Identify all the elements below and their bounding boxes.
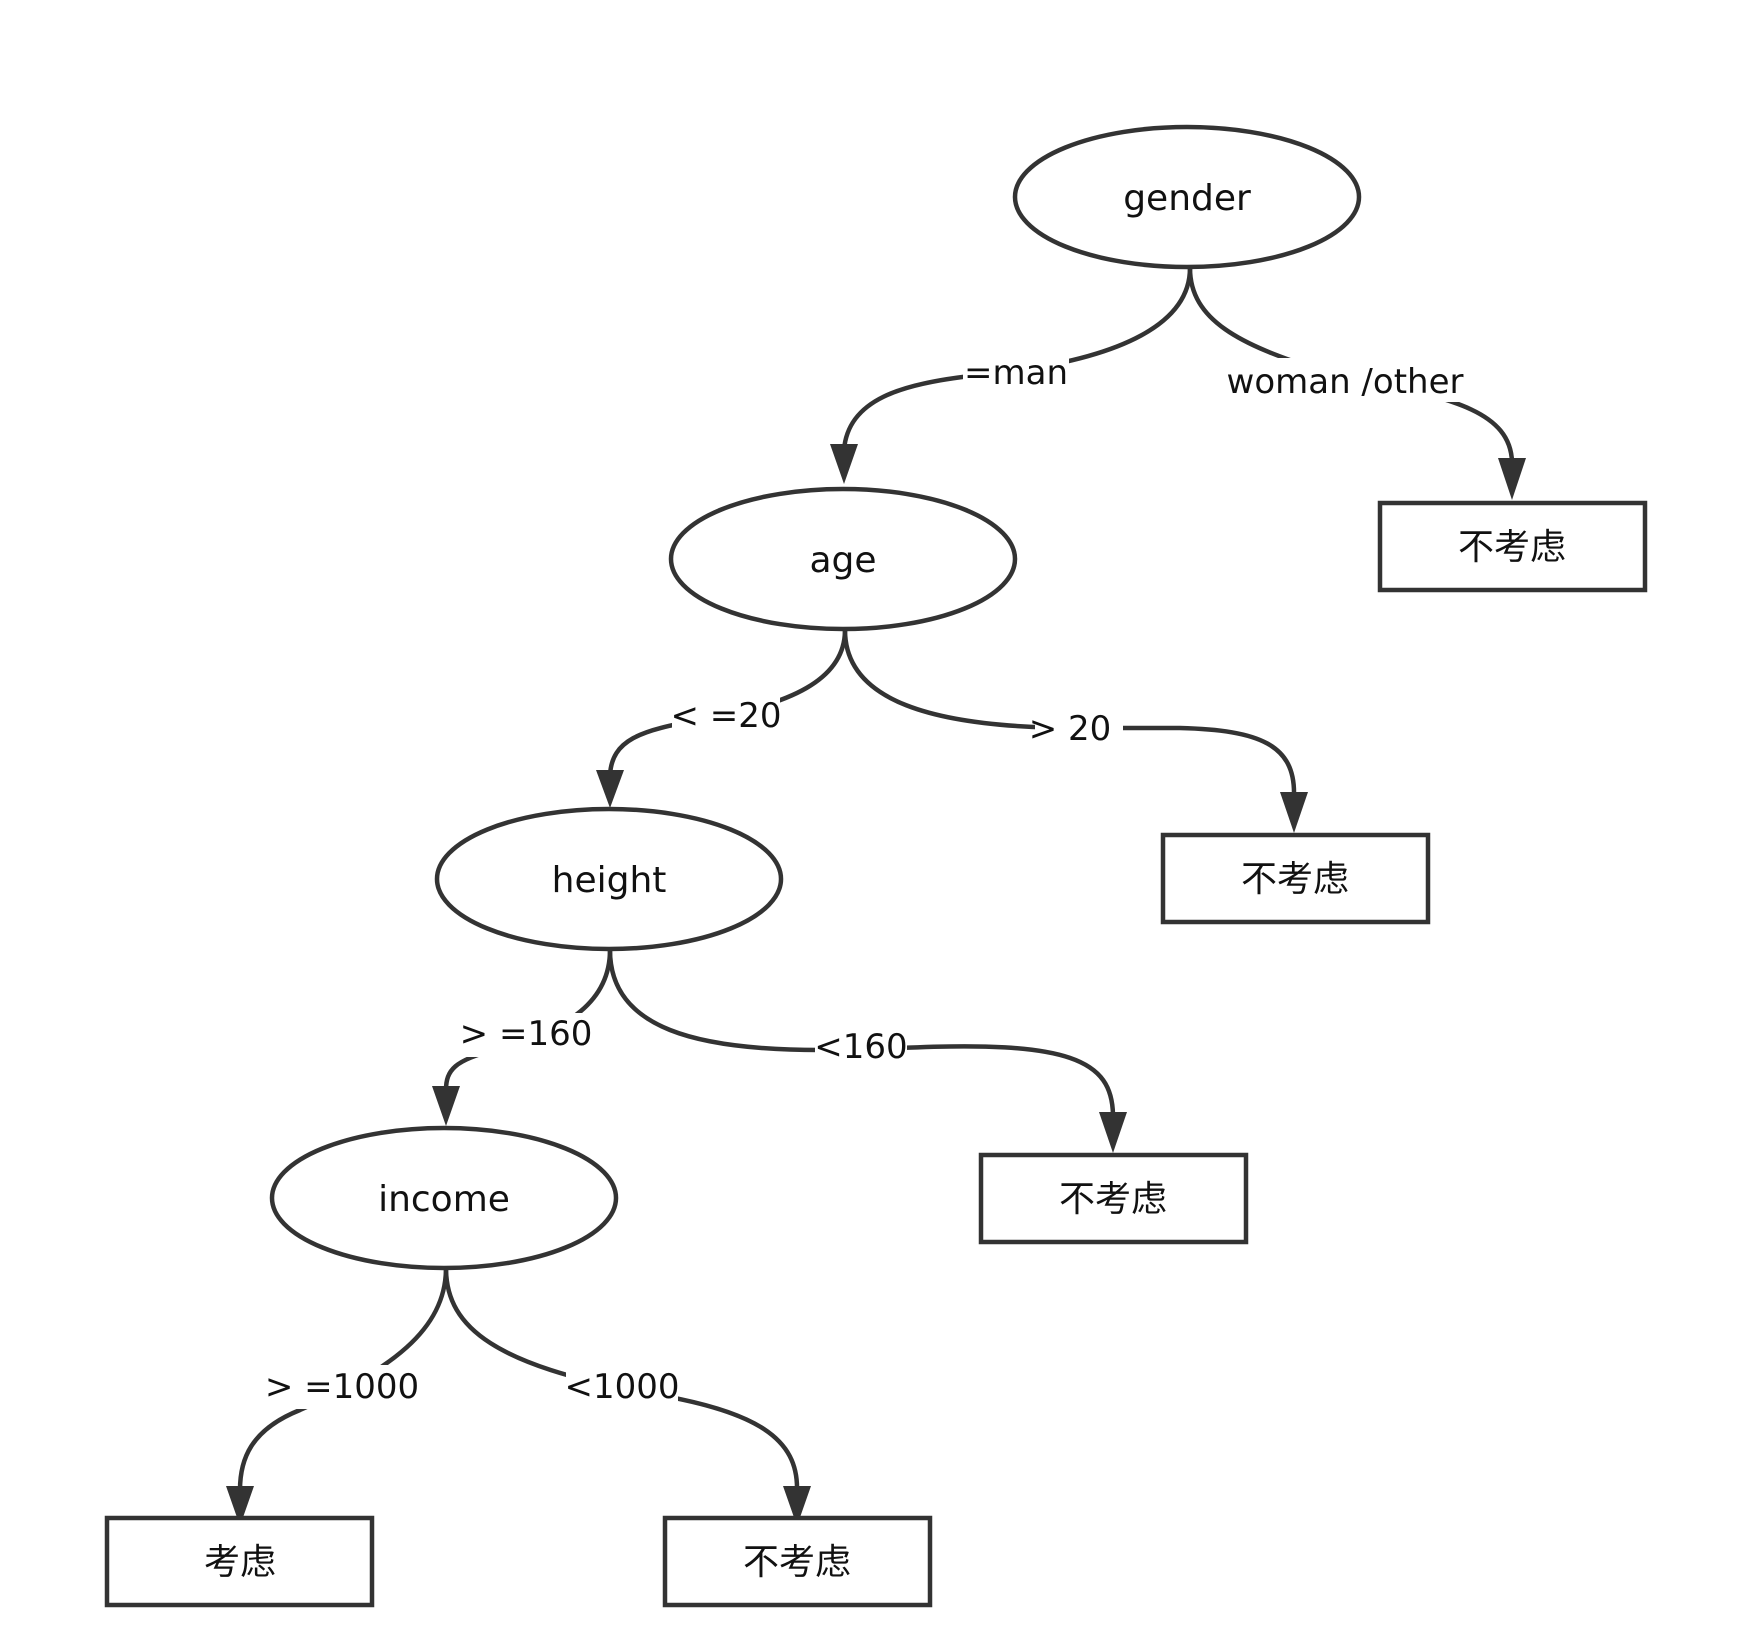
arrowhead-leaf-income-high [226,1486,254,1526]
arrowhead-leaf-income-low [783,1486,811,1526]
leaf-income-low: 不考虑 [662,1515,933,1608]
edge-label-age-gt20: > 20 [1029,709,1112,749]
leaf-income-low-label: 不考虑 [743,1542,851,1583]
edge-label-income-lt1000: <1000 [564,1367,679,1407]
arrowhead-leaf-age-over [1280,792,1308,833]
leaf-age-over-label: 不考虑 [1241,859,1349,900]
arrowhead-age [830,444,858,484]
node-gender-label: gender [1123,178,1251,219]
leaf-income-high: 考虑 [104,1515,375,1608]
leaf-height-under: 不考虑 [978,1152,1249,1245]
leaf-income-high-label: 考虑 [204,1542,276,1583]
edge-label-height-ge160: > =160 [460,1014,593,1054]
arrowhead-leaf-gender-other [1498,458,1526,500]
node-gender: gender [1012,124,1362,270]
edge-labels: =man woman /other < =20 > 20 > =160 <160… [265,350,1470,1409]
arrowhead-leaf-height-under [1099,1112,1127,1153]
leaf-gender-other: 不考虑 [1377,500,1648,593]
node-height-label: height [552,860,667,901]
arrowhead-height [596,770,624,808]
arrowhead-income [432,1086,460,1126]
edge-label-income-ge1000: > =1000 [265,1367,419,1407]
node-height: height [434,806,784,952]
node-income-label: income [378,1179,510,1220]
edge-label-age-le20: < =20 [670,696,781,736]
edge-label-gender-man: =man [964,353,1068,393]
leaf-gender-other-label: 不考虑 [1458,527,1566,568]
edge-label-height-lt160: <160 [814,1027,907,1067]
leaf-age-over: 不考虑 [1160,832,1431,925]
edge-label-gender-other: woman /other [1227,362,1464,402]
node-age: age [668,486,1018,632]
node-age-label: age [809,540,876,581]
node-income: income [269,1125,619,1271]
leaf-height-under-label: 不考虑 [1059,1179,1167,1220]
